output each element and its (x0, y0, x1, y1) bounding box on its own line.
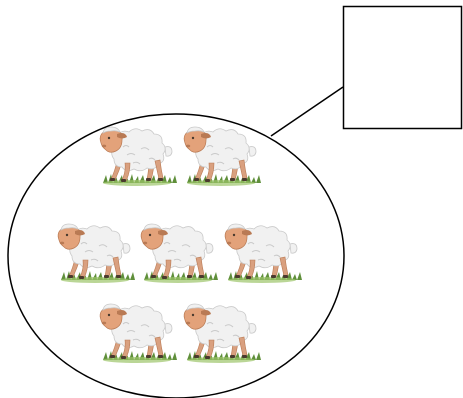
sheep-icon (224, 223, 303, 284)
sheep-icon (57, 223, 136, 284)
sheep-icon (99, 303, 178, 364)
connector-line (270, 86, 344, 137)
sheep-icon (140, 223, 219, 284)
group-oval (7, 113, 345, 398)
sheep-icon (99, 126, 178, 187)
sheep-group (57, 126, 303, 364)
sheep-icon (183, 126, 262, 187)
answer-box (342, 5, 463, 130)
sheep-icon (183, 303, 262, 364)
